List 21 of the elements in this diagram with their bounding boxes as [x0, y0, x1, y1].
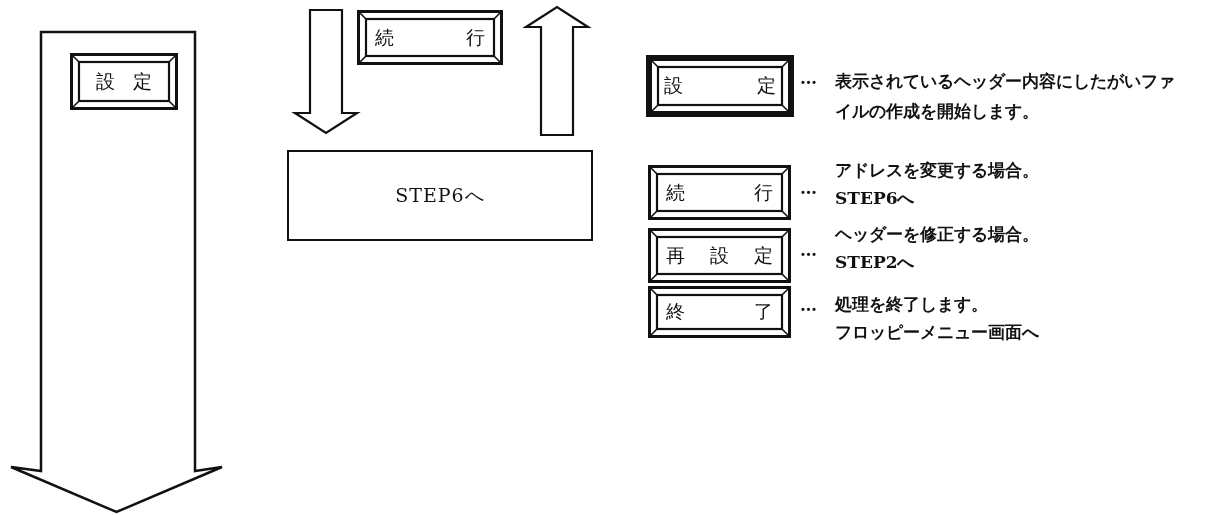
description-text: ヘッダーを修正する場合。 [835, 224, 1039, 245]
key: 続行 [357, 10, 503, 65]
process-box: STEP6へ [287, 150, 593, 241]
description-text: アドレスを変更する場合。 [835, 160, 1039, 181]
ellipsis: … [800, 68, 817, 89]
key: 設定 [70, 53, 178, 110]
description-text: フロッピーメニュー画面へ [835, 322, 1039, 343]
description-text: 処理を終了します。 [835, 294, 988, 315]
ellipsis: … [800, 178, 817, 199]
key: 再設定 [648, 228, 791, 283]
description-text: STEP2へ [835, 252, 915, 273]
block-arrow [291, 8, 361, 135]
key: 続行 [648, 165, 791, 220]
ellipsis: … [800, 240, 817, 261]
block-arrow [10, 31, 223, 513]
block-arrow [522, 5, 592, 137]
description-text: STEP6へ [835, 188, 915, 209]
key: 終了 [648, 286, 791, 338]
ellipsis: … [800, 295, 817, 316]
description-text: 表示されているヘッダー内容にしたがいファイルの作成を開始します。 [835, 70, 1176, 123]
key: 設定 [646, 55, 794, 117]
